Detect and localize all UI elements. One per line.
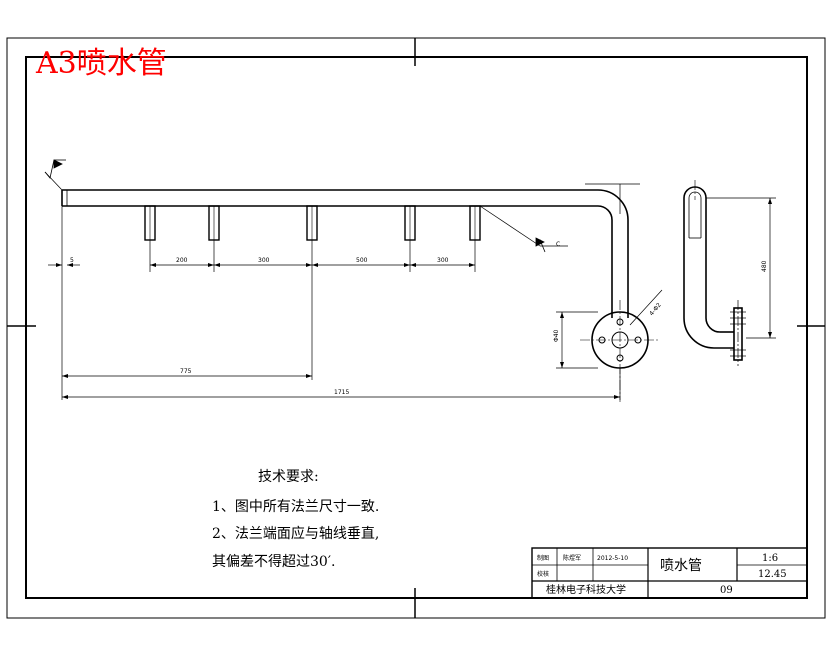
side-arrowheads <box>768 198 772 338</box>
centering-marks <box>7 38 825 618</box>
center-lines <box>580 180 696 402</box>
dim-height: 480 <box>761 260 768 272</box>
dim-775: 775 <box>180 368 192 375</box>
sheet-size-stamp: A3喷水管 <box>35 46 167 81</box>
tb-school: 桂林电子科技大学 <box>546 583 626 596</box>
dim-300-b: 300 <box>437 257 449 264</box>
notes-line-1: 1、图中所有法兰尺寸一致. <box>212 499 379 515</box>
tb-drawing-no: 09 <box>720 585 733 596</box>
nozzles <box>144 205 481 241</box>
dim-1715: 1715 <box>334 389 349 396</box>
roughness-symbol-left <box>44 159 66 179</box>
notes-line-3: 其偏差不得超过30′. <box>212 553 335 570</box>
tb-check-label: 校核 <box>537 570 549 578</box>
technical-notes: 技术要求: 1、图中所有法兰尺寸一致. 2、法兰端面应与轴线垂直, 其偏差不得超… <box>212 469 379 570</box>
tb-part-name: 喷水管 <box>660 558 702 574</box>
dim-flange-dia: Φ40 <box>553 329 560 342</box>
notes-title: 技术要求: <box>258 469 319 485</box>
side-view <box>683 186 743 361</box>
dimension-lines <box>44 171 663 400</box>
tb-date: 2012-5-10 <box>597 555 628 562</box>
dim-hole: 4-Φ2 <box>648 302 663 318</box>
dim-300-a: 300 <box>258 257 270 264</box>
inner-border <box>25 56 808 599</box>
title-block <box>531 547 808 599</box>
outer-border <box>6 37 826 619</box>
tb-scale: 1:6 <box>762 553 778 564</box>
tb-drawn-label: 制图 <box>537 554 549 562</box>
side-view-details <box>706 197 776 366</box>
dim-500: 500 <box>356 257 368 264</box>
tb-drawn-name: 陈煜军 <box>563 554 581 562</box>
notes-line-2: 2、法兰端面应与轴线垂直, <box>212 525 379 542</box>
roughness-symbol-right <box>535 237 546 253</box>
dim-5: 5 <box>70 257 74 264</box>
tb-weight: 12.45 <box>758 569 787 580</box>
dim-200: 200 <box>176 257 188 264</box>
roughness-label-right: C <box>556 241 560 248</box>
arrowheads <box>56 263 620 399</box>
